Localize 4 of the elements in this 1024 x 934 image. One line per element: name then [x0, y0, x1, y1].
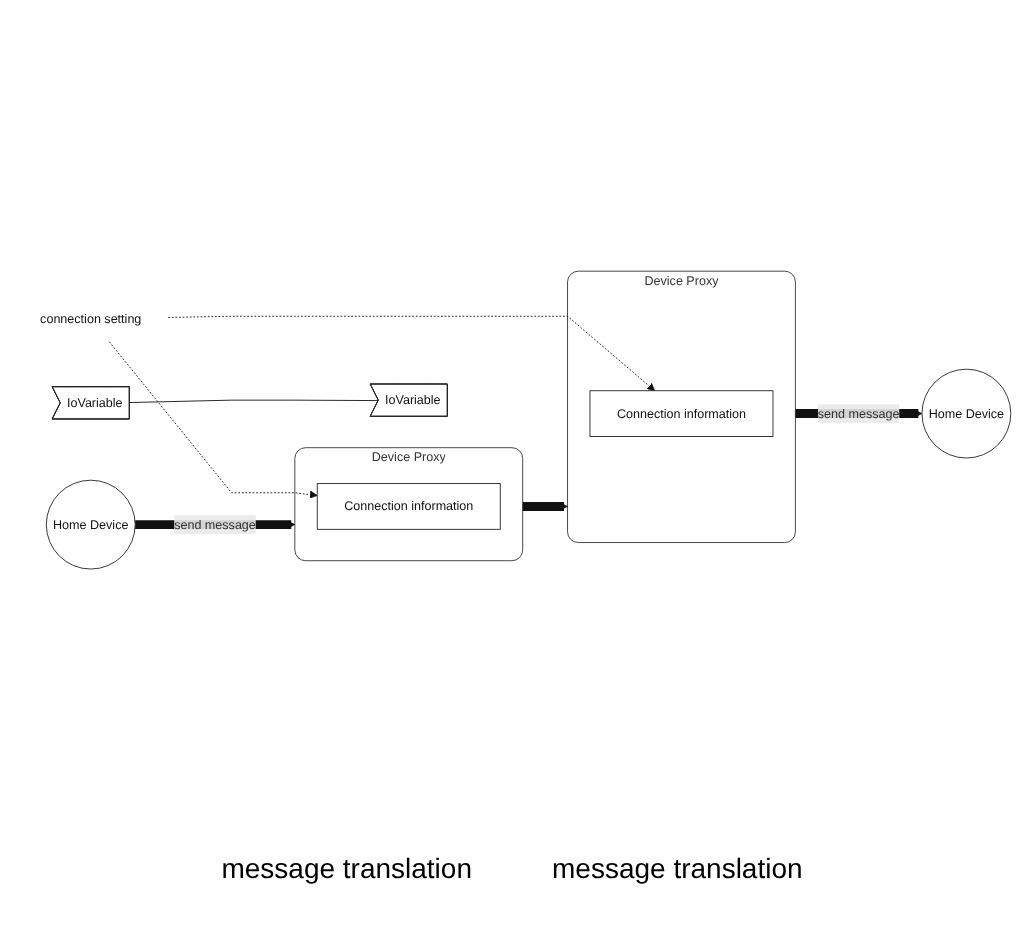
connector	[129, 399, 380, 403]
annotation-text: message translation	[552, 852, 803, 884]
annotation-text: message translation	[221, 852, 472, 884]
arrow	[522, 501, 568, 511]
